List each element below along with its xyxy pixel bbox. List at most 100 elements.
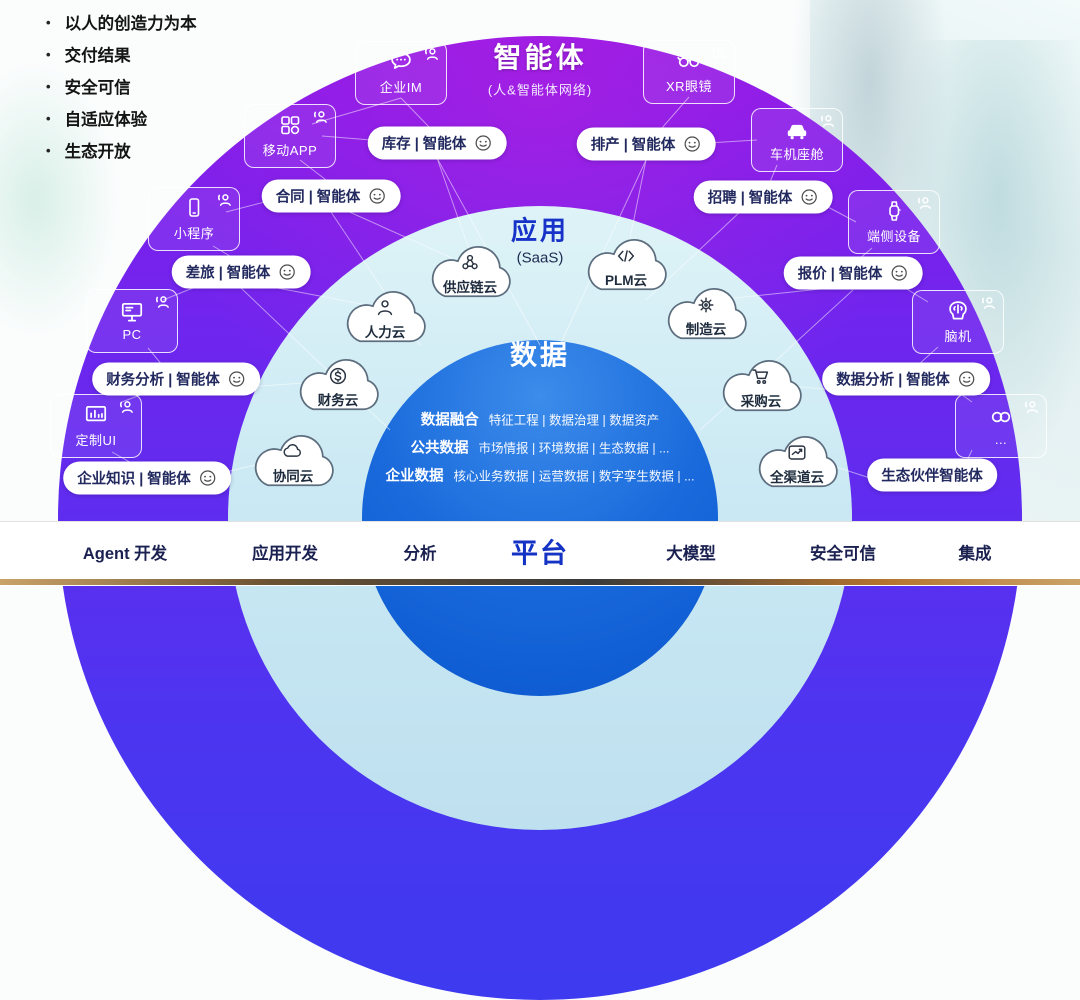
trend-icon [788,445,806,460]
app-grid-icon [281,115,300,134]
person-icon [424,48,438,60]
cloud-label: 财务云 [317,393,359,408]
watch-icon [889,201,901,221]
device-custom-ui: 定制UI [50,394,142,458]
principle-item: 生态开放 [46,138,197,162]
cart-icon [752,369,769,385]
cloud-manufacturing: 制造云 [648,277,764,351]
cloud-shape [431,246,511,298]
platform-item-llm: 大模型 [666,545,716,563]
agent-pill-label: 差旅 | 智能体 [185,265,271,282]
platform-bar: Agent 开发 应用开发 分析 平台 大模型 安全可信 集成 [0,521,1080,586]
smiley-icon [891,265,907,281]
cloud-shape [667,288,747,340]
device-mini-program: 小程序 [148,187,240,251]
principle-item: 以人的创造力为本 [46,10,197,34]
dashboard-icon [85,406,107,422]
data-layer-title: 数据 [510,340,570,371]
agent-pill-label: 数据分析 | 智能体 [836,372,950,389]
agent-layer-subtitle: (人&智能体网络) [487,82,593,98]
principle-item: 安全可信 [46,74,197,98]
smiley-icon [369,188,385,204]
person-icon [377,300,393,316]
device-label: 端侧设备 [866,229,921,244]
device-label: 企业IM [379,80,423,95]
agent-pill-label: 企业知识 | 智能体 [77,471,191,488]
app-layer-title: 应用 [510,215,570,246]
person-icon [313,111,327,123]
agent-pill-label: 报价 | 智能体 [797,266,883,283]
brain-icon [949,301,967,320]
smiley-icon [801,189,817,205]
cloud-label: 制造云 [685,322,727,337]
cloud-label: 协同云 [272,469,314,484]
infinity-icon [991,411,1011,423]
data-row-fusion: 数据融合特征工程 | 数据治理 | 数据资产 [421,409,659,430]
data-row-label: 企业数据 [385,468,444,485]
glasses-icon [677,56,701,68]
chat-icon [391,52,411,69]
agent-layer-title: 智能体 [493,42,587,73]
link-nodes-icon [462,254,478,270]
person-icon [1024,401,1038,413]
screen-edge-line [0,579,1080,585]
platform-item-agent-dev: Agent 开发 [82,545,168,563]
phone-icon [189,198,200,217]
code-icon [617,250,635,262]
platform-item-app-dev: 应用开发 [252,545,318,563]
data-row-label: 公共数据 [410,440,469,457]
principle-item: 自适应体验 [46,106,197,130]
cloud-shape [722,360,802,412]
cloud-label: PLM云 [605,273,647,288]
device-label: 脑机 [944,329,972,344]
cloud-icon [283,444,301,457]
device-label: 定制UI [75,433,117,448]
cloud-label: 采购云 [740,394,782,409]
device-label: ... [994,432,1008,447]
person-icon [217,194,231,206]
smiley-icon [279,264,295,280]
agent-pill-label: 排产 | 智能体 [590,137,676,154]
car-icon [787,124,807,140]
agent-pill-label: 生态伙伴智能体 [881,468,983,485]
smiley-icon [228,371,244,387]
data-row-public: 公共数据市场情报 | 环境数据 | 生态数据 | ... [411,437,670,458]
person-icon [917,197,931,209]
data-row-items: 特征工程 | 数据治理 | 数据资产 [488,413,660,428]
dollar-icon [329,367,347,385]
agent-pill-contract: 合同 | 智能体 [261,179,401,213]
monitor-icon [121,303,143,322]
agent-pill-finance-analysis: 财务分析 | 智能体 [92,362,260,396]
principles-list: 以人的创造力为本 交付结果 安全可信 自适应体验 生态开放 [46,2,197,170]
data-row-label: 数据融合 [420,412,479,429]
agent-pill-data-analysis: 数据分析 | 智能体 [822,362,990,396]
data-row-items: 市场情报 | 环境数据 | 生态数据 | ... [478,441,670,456]
agent-pill-label: 库存 | 智能体 [381,136,467,153]
device-pc: PC [86,289,178,353]
device-brain-computer: 脑机 [912,290,1004,354]
cloud-omnichannel: 全渠道云 [739,425,855,499]
cloud-label: 人力云 [364,325,406,340]
app-layer-subtitle: (SaaS) [516,249,564,267]
device-label: 车机座舱 [769,147,824,162]
person-icon [155,296,169,308]
person-icon [981,297,995,309]
smiley-icon [475,135,491,151]
device-label: XR眼镜 [665,79,713,94]
person-icon [119,401,133,413]
device-label: 移动APP [262,142,318,158]
smiley-icon [199,470,215,486]
cloud-label: 供应链云 [443,280,497,295]
data-layer-circle [362,340,718,696]
device-edge-device: 端侧设备 [848,190,940,254]
device-enterprise-im: 企业IM [355,41,447,105]
person-icon [820,115,834,127]
device-mobile-app: 移动APP [244,104,336,168]
cloud-shape [587,239,667,291]
agent-pill-label: 招聘 | 智能体 [707,190,793,207]
cloud-hr: 人力云 [327,280,443,354]
platform-item-analytics: 分析 [403,545,437,563]
gear-icon [698,297,714,313]
cloud-shape [299,359,379,411]
data-row-items: 核心业务数据 | 运营数据 | 数字孪生数据 | ... [453,469,695,484]
